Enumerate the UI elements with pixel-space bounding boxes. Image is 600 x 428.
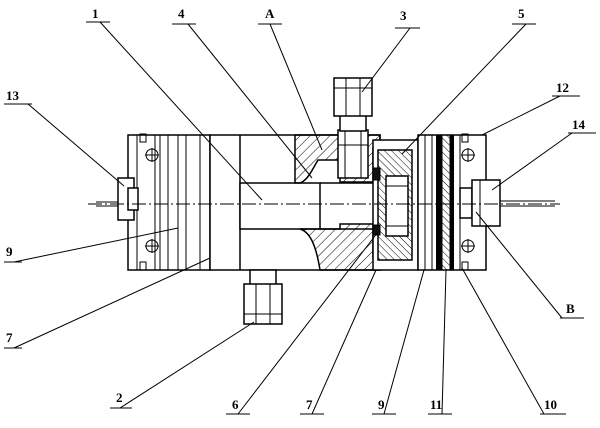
- bolt-icon: [461, 148, 475, 162]
- window-assembly: [372, 139, 419, 271]
- bolt-icon: [145, 148, 159, 162]
- callout-7-bottom: 7: [306, 397, 313, 412]
- callout-7-left: 7: [6, 330, 13, 345]
- section-lower: [299, 223, 381, 271]
- callout-1: 1: [92, 6, 99, 21]
- left-connector: [96, 177, 139, 221]
- leader-lines: [4, 21, 596, 415]
- top-fitting: [333, 77, 373, 179]
- callout-9-left: 9: [6, 244, 13, 259]
- callout-11: 11: [430, 397, 442, 412]
- bolt-icon: [461, 239, 475, 253]
- bolt-icon: [145, 239, 159, 253]
- callout-9-bottom: 9: [378, 397, 385, 412]
- callout-4: 4: [178, 6, 185, 21]
- bottom-fitting: [243, 269, 283, 325]
- callout-12: 12: [556, 80, 569, 95]
- callout-6: 6: [232, 397, 239, 412]
- left-flange: [127, 133, 211, 271]
- callout-5: 5: [518, 6, 525, 21]
- callout-13: 13: [6, 88, 20, 103]
- right-connector: [459, 179, 555, 227]
- callout-B: B: [566, 301, 575, 316]
- callout-3: 3: [400, 8, 407, 23]
- callout-14: 14: [572, 117, 586, 132]
- callout-A: A: [265, 6, 275, 21]
- callout-10: 10: [544, 397, 557, 412]
- callout-2: 2: [116, 390, 123, 405]
